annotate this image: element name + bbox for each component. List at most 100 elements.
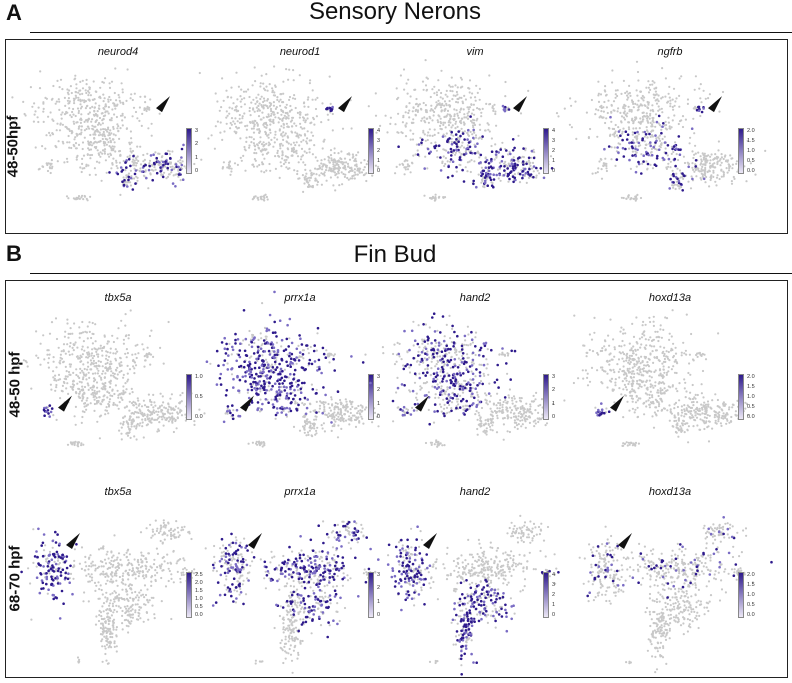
legend-tick-label: 3 [377, 138, 381, 144]
arrowhead-marker [66, 533, 80, 550]
expressing-cells [205, 290, 365, 424]
legend-tick-label: 0 [552, 414, 556, 420]
background-cells [381, 314, 566, 448]
expressing-cells [387, 525, 560, 676]
arrowhead-marker [610, 395, 624, 412]
legend-tick-label: 0.5 [747, 158, 755, 164]
legend-tick-label: 0.5 [195, 604, 203, 610]
background-cells [198, 65, 397, 202]
gene-label: hand2 [459, 292, 491, 304]
arrowhead-marker [156, 96, 170, 113]
legend-color-bar [738, 374, 744, 420]
legend-color-bar [186, 572, 192, 618]
expression-legend: 2.5 2.0 1.5 1.0 0.5 0.0 [186, 572, 226, 618]
umap-plot [572, 309, 750, 447]
legend-tick-label: 1.0 [195, 374, 203, 380]
arrowhead-marker [58, 395, 72, 412]
legend-tick-label: 1.0 [195, 596, 203, 602]
expressing-cells [586, 516, 773, 599]
legend-tick-label: 2 [552, 592, 556, 598]
legend-color-bar [543, 572, 549, 618]
background-cells [555, 60, 767, 202]
legend-color-bar [186, 128, 192, 174]
legend-tick-label: 3 [377, 572, 381, 578]
row-label-b-stage-1: 48-50 hpf [6, 351, 24, 418]
legend-tick-label: 1.5 [747, 384, 755, 390]
expressing-cells [603, 105, 706, 192]
legend-color-bar [543, 374, 549, 420]
umap-plot [582, 516, 773, 674]
gene-label: hoxd13a [648, 292, 692, 304]
legend-tick-label: 2 [377, 387, 381, 394]
title-rule-a [30, 32, 792, 33]
gene-label: neurod1 [279, 46, 321, 58]
legend-tick-label: 0.0 [195, 612, 203, 618]
gene-label: prrx1a [284, 486, 316, 498]
background-cells [11, 67, 203, 202]
legend-tick-label: 1 [195, 154, 199, 161]
umap-plot [20, 519, 215, 665]
legend-tick-label: 3 [552, 138, 556, 144]
legend-tick-label: 0.0 [747, 414, 755, 420]
arrowhead-marker [338, 96, 352, 113]
legend-tick-label: 2 [377, 585, 381, 592]
background-cells [213, 520, 377, 674]
gene-label: neurod4 [97, 46, 139, 58]
umap-plot [211, 520, 390, 674]
legend-tick-label: 1.5 [195, 588, 203, 594]
arrowhead-marker [708, 96, 722, 113]
legend-color-bar [738, 572, 744, 618]
legend-tick-label: 4 [552, 572, 556, 578]
legend-tick-label: 0.5 [747, 404, 755, 410]
legend-tick-label: 1 [377, 598, 381, 605]
expressing-cells [350, 312, 517, 426]
legend-tick-label: 2.0 [195, 580, 203, 586]
expressing-cells [108, 143, 191, 191]
arrowhead-marker [415, 395, 429, 412]
arrowhead-marker [248, 533, 262, 550]
legend-tick-label: 1.5 [747, 582, 755, 588]
legend-tick-label: 1 [377, 400, 381, 407]
legend-tick-label: 1.5 [747, 138, 755, 144]
legend-tick-label: 0 [552, 168, 556, 174]
gene-label: tbx5a [104, 292, 132, 304]
legend-tick-label: 0 [377, 168, 381, 174]
background-cells [572, 309, 750, 447]
legend-tick-label: 2.0 [747, 572, 755, 578]
legend-tick-label: 0.0 [195, 414, 203, 420]
expressing-cells [42, 404, 54, 418]
row-label-a-stage: 48-50hpf [4, 115, 22, 178]
legend-tick-label: 3 [195, 128, 199, 134]
panel-title-a: Sensory Nerons [308, 0, 482, 25]
legend-tick-label: 2 [552, 387, 556, 394]
legend-tick-label: 3 [552, 374, 556, 380]
umap-plot [555, 60, 767, 202]
umap-plot [10, 309, 206, 448]
umap-plot [387, 514, 581, 676]
background-cells [10, 309, 206, 448]
gene-label: hoxd13a [648, 486, 692, 498]
background-cells [367, 59, 553, 202]
umap-plot [350, 312, 566, 448]
legend-tick-label: 4 [552, 128, 556, 134]
legend-tick-label: 0 [552, 612, 556, 618]
panel-letter-a: A [6, 0, 22, 25]
umap-plot [367, 59, 554, 202]
gene-label: prrx1a [284, 292, 316, 304]
background-cells [387, 514, 581, 667]
legend-color-bar [543, 128, 549, 174]
legend-tick-label: 0.0 [747, 612, 755, 618]
expressing-cells [20, 527, 78, 620]
legend-tick-label: 2.5 [195, 572, 203, 578]
expressing-cells [595, 402, 611, 417]
gene-label: vim [466, 46, 484, 58]
legend-color-bar [368, 374, 374, 420]
umap-plot [11, 67, 203, 202]
